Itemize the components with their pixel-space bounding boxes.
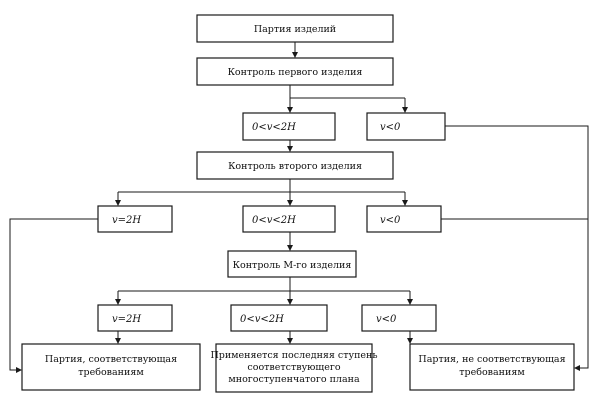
c2-eq-label: v=2H: [112, 215, 141, 226]
c2-neg-label: v<0: [380, 215, 401, 226]
last-stage-line-3: многоступенчатого плана: [228, 374, 360, 385]
checkM-label: Контроль М-го изделия: [233, 260, 352, 271]
cM-mid-box: 0<v<2H: [230, 304, 328, 332]
cM-mid-label: 0<v<2H: [240, 314, 284, 325]
c1-neg-label: v<0: [380, 122, 401, 133]
reject-line-2: требованиям: [459, 367, 525, 378]
connector-c2eq-left: [9, 218, 98, 373]
c1-mid-label: 0<v<2H: [252, 122, 296, 133]
c2-eq-box: v=2H: [97, 205, 173, 233]
last-stage-line-1: Применяется последняя ступень: [210, 350, 377, 361]
c1-neg-box: v<0: [366, 112, 446, 141]
cM-neg-box: v<0: [361, 304, 437, 332]
check1-box: Контроль первого изделия: [196, 57, 394, 86]
c1-mid-box: 0<v<2H: [242, 112, 336, 141]
cM-eq-label: v=2H: [112, 314, 141, 325]
check2-label: Контроль второго изделия: [228, 161, 362, 172]
check1-label: Контроль первого изделия: [228, 67, 363, 78]
connector-c1neg-right: [445, 125, 589, 371]
last-stage-box: Применяется последняя ступень соответств…: [210, 343, 378, 393]
cM-eq-box: v=2H: [97, 304, 173, 332]
reject-box: Партия, не соответствующая требованиям: [409, 343, 575, 391]
accept-line-2: требованиям: [78, 367, 144, 378]
c2-neg-box: v<0: [366, 205, 442, 233]
cM-neg-label: v<0: [376, 314, 397, 325]
batch-label: Партия изделий: [254, 24, 336, 35]
accept-box: Партия, соответствующая требованиям: [21, 343, 201, 391]
reject-line-1: Партия, не соответствующая: [418, 354, 565, 365]
batch-box: Партия изделий: [196, 14, 394, 43]
check2-box: Контроль второго изделия: [196, 151, 394, 180]
checkM-box: Контроль М-го изделия: [227, 250, 357, 278]
c2-mid-label: 0<v<2H: [252, 215, 296, 226]
last-stage-line-2: соответствующего: [247, 362, 340, 373]
accept-line-1: Партия, соответствующая: [45, 354, 177, 365]
c2-mid-box: 0<v<2H: [242, 205, 336, 233]
